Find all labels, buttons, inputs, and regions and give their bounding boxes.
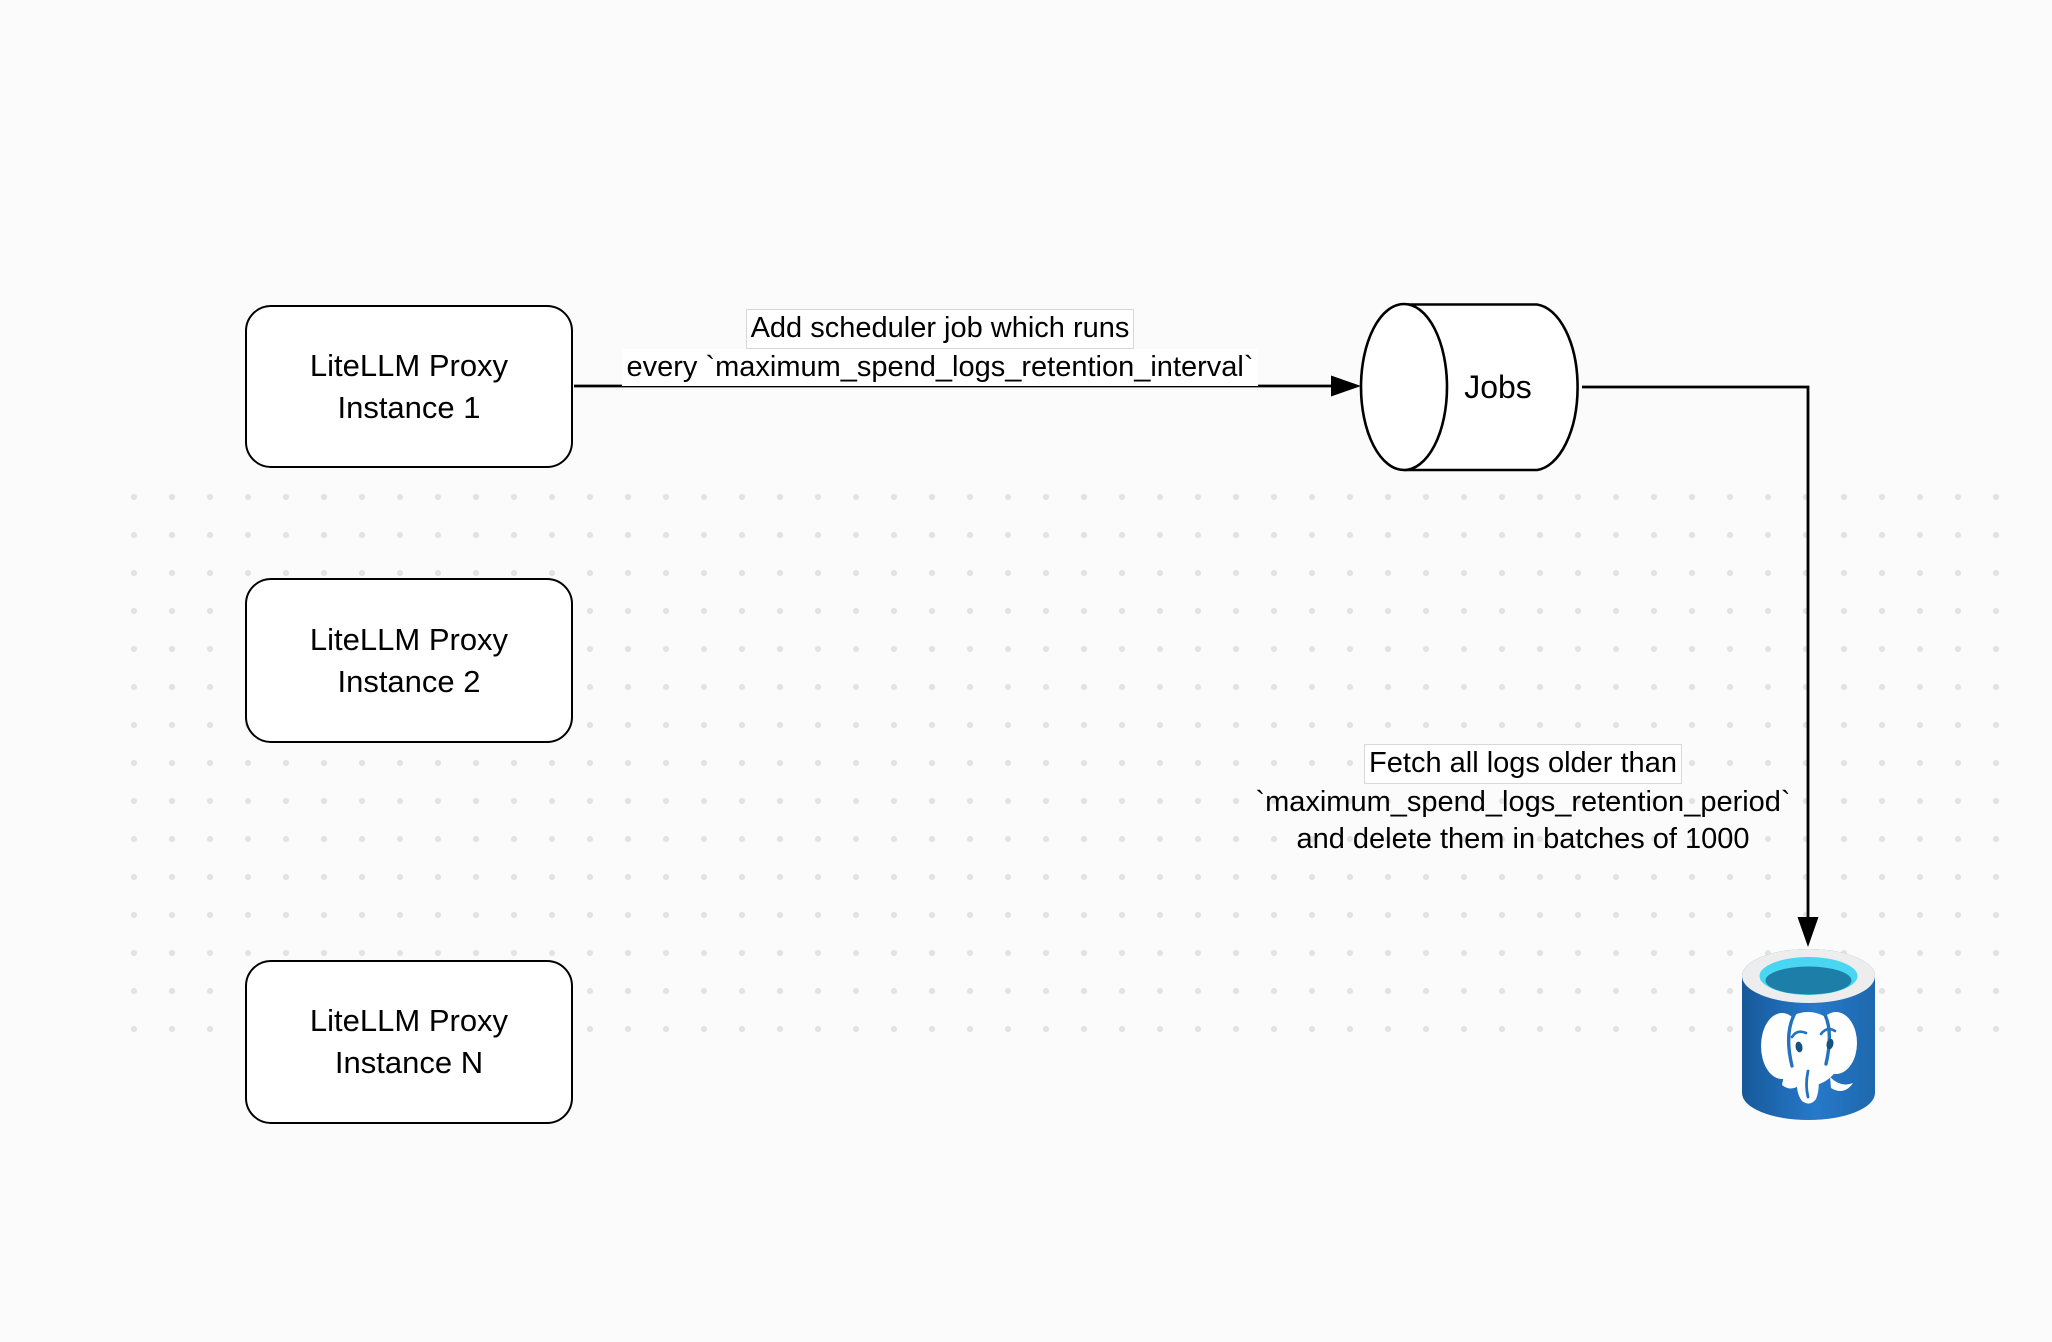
edge-label-scheduler-line1: Add scheduler job which runs [745,309,1135,349]
edge-label-scheduler-line2: every `maximum_spend_logs_retention_inte… [622,348,1258,386]
postgres-elephant-icon [1761,1009,1857,1104]
connector-scheduler-arrow [574,375,1361,397]
postgresql-database-icon [1742,949,1875,1120]
edge-label-fetch-line1: Fetch all logs older than [1364,744,1682,784]
connector-fetch-arrow [1582,385,1819,947]
edge-label-fetch-line2: `maximum_spend_logs_retention_period` [1255,785,1791,818]
db-opening-liquid [1765,966,1852,995]
jobs-queue-cylinder [1359,302,1579,472]
cylinder-end-ellipse [1359,302,1449,472]
arrowhead-down-icon [1797,917,1819,947]
arrowhead-right-icon [1331,375,1361,397]
node-litellm-proxy-instance-2: LiteLLM Proxy Instance 2 [245,578,573,743]
edge-label-scheduler: Add scheduler job which runs every `maxi… [600,309,1280,386]
edge-label-fetch-line3: and delete them in batches of 1000 [1296,823,1750,855]
node-litellm-proxy-instance-n: LiteLLM Proxy Instance N [245,960,573,1124]
edge-label-fetch-delete: Fetch all logs older than `maximum_spend… [1208,744,1838,859]
jobs-queue-label: Jobs [1464,369,1532,405]
node-litellm-proxy-instance-1: LiteLLM Proxy Instance 1 [245,305,573,468]
